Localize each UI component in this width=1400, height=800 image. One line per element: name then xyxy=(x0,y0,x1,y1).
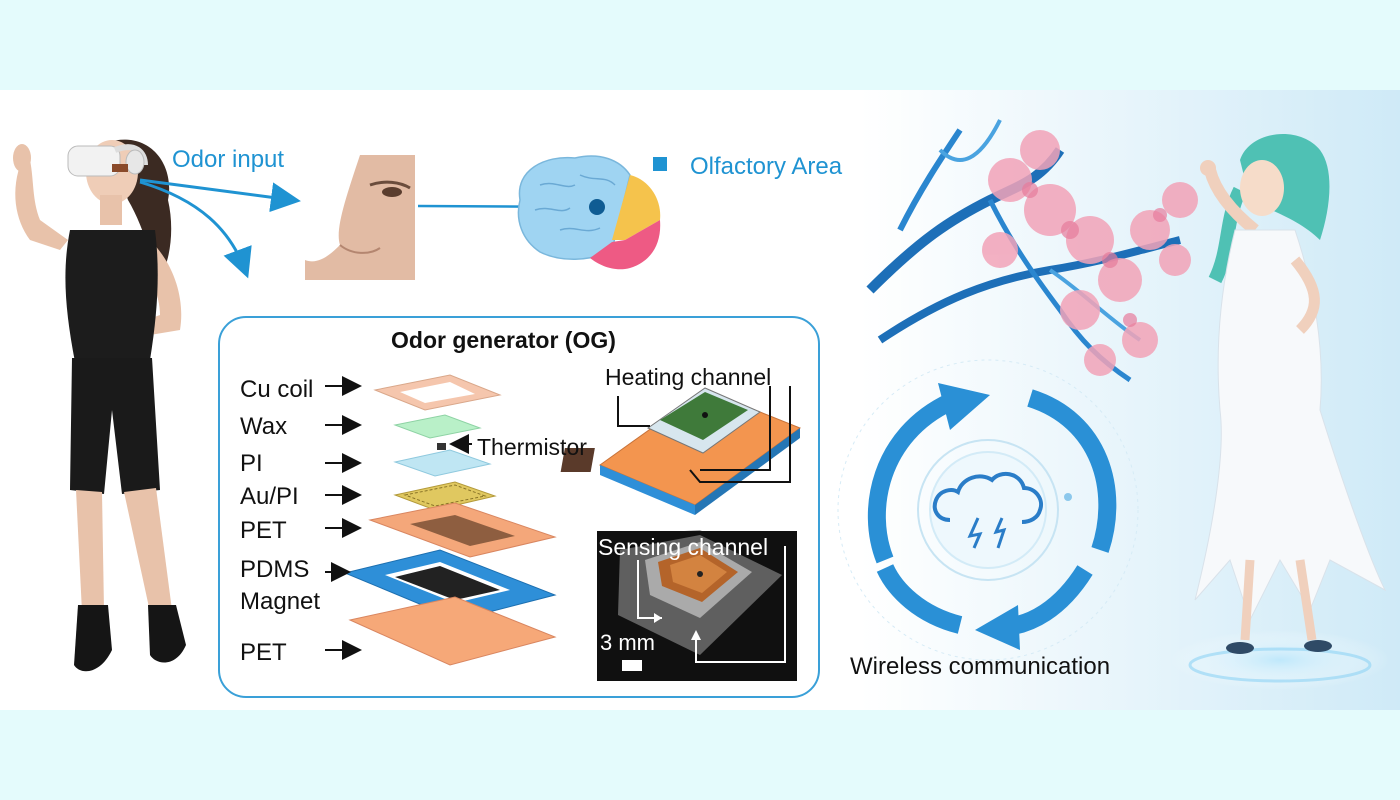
sensing-channel-label: Sensing channel xyxy=(598,534,769,560)
arrow-to-nose xyxy=(139,178,301,213)
heating-channel-device xyxy=(560,386,802,515)
layer-label-magnet: Magnet xyxy=(240,588,321,615)
og-layer-stack xyxy=(343,374,557,666)
upload-arrow-icon xyxy=(993,517,1007,549)
cloud-icon xyxy=(932,471,1043,524)
cycle-arrowhead-bottom xyxy=(975,605,1020,650)
cycle-arrowhead-top xyxy=(938,383,990,430)
illustration-scene xyxy=(13,90,1400,710)
layer-label-au-pi: Au/PI xyxy=(240,483,299,510)
figure-canvas: Odor input Olfactory Area Odor generator… xyxy=(0,90,1400,710)
olfactory-legend-square xyxy=(653,157,667,171)
layer-label-pet-top: PET xyxy=(240,517,287,544)
thermistor-label: Thermistor xyxy=(477,434,587,460)
odor-generator-panel xyxy=(218,316,820,698)
brain-image xyxy=(517,155,661,270)
layer-label-pdms: PDMS xyxy=(240,556,310,583)
arrow-to-og xyxy=(139,180,252,279)
olfactory-area-dot xyxy=(589,199,605,215)
layer-label-pet-bottom: PET xyxy=(240,639,287,666)
thermistor-chip xyxy=(437,443,446,450)
layer-label-cu-coil: Cu coil xyxy=(240,376,314,403)
odor-input-label: Odor input xyxy=(172,146,285,173)
layer-label-wax: Wax xyxy=(240,413,288,440)
blossom-tree xyxy=(866,119,1198,383)
virtual-character-figure xyxy=(1170,133,1390,690)
layer-arrows xyxy=(325,376,472,660)
heating-channel-label: Heating channel xyxy=(605,364,772,390)
vr-user-figure xyxy=(13,139,186,672)
og-title: Odor generator (OG) xyxy=(391,327,616,353)
wireless-cycle xyxy=(837,359,1139,661)
scale-bar-label: 3 mm xyxy=(600,630,655,655)
wireless-communication-label: Wireless communication xyxy=(850,653,1111,680)
layer-label-pi: PI xyxy=(240,450,263,477)
olfactory-area-label: Olfactory Area xyxy=(690,153,843,180)
download-arrow-icon xyxy=(967,517,983,549)
vr-headset xyxy=(67,145,121,177)
nose-image xyxy=(305,155,415,280)
